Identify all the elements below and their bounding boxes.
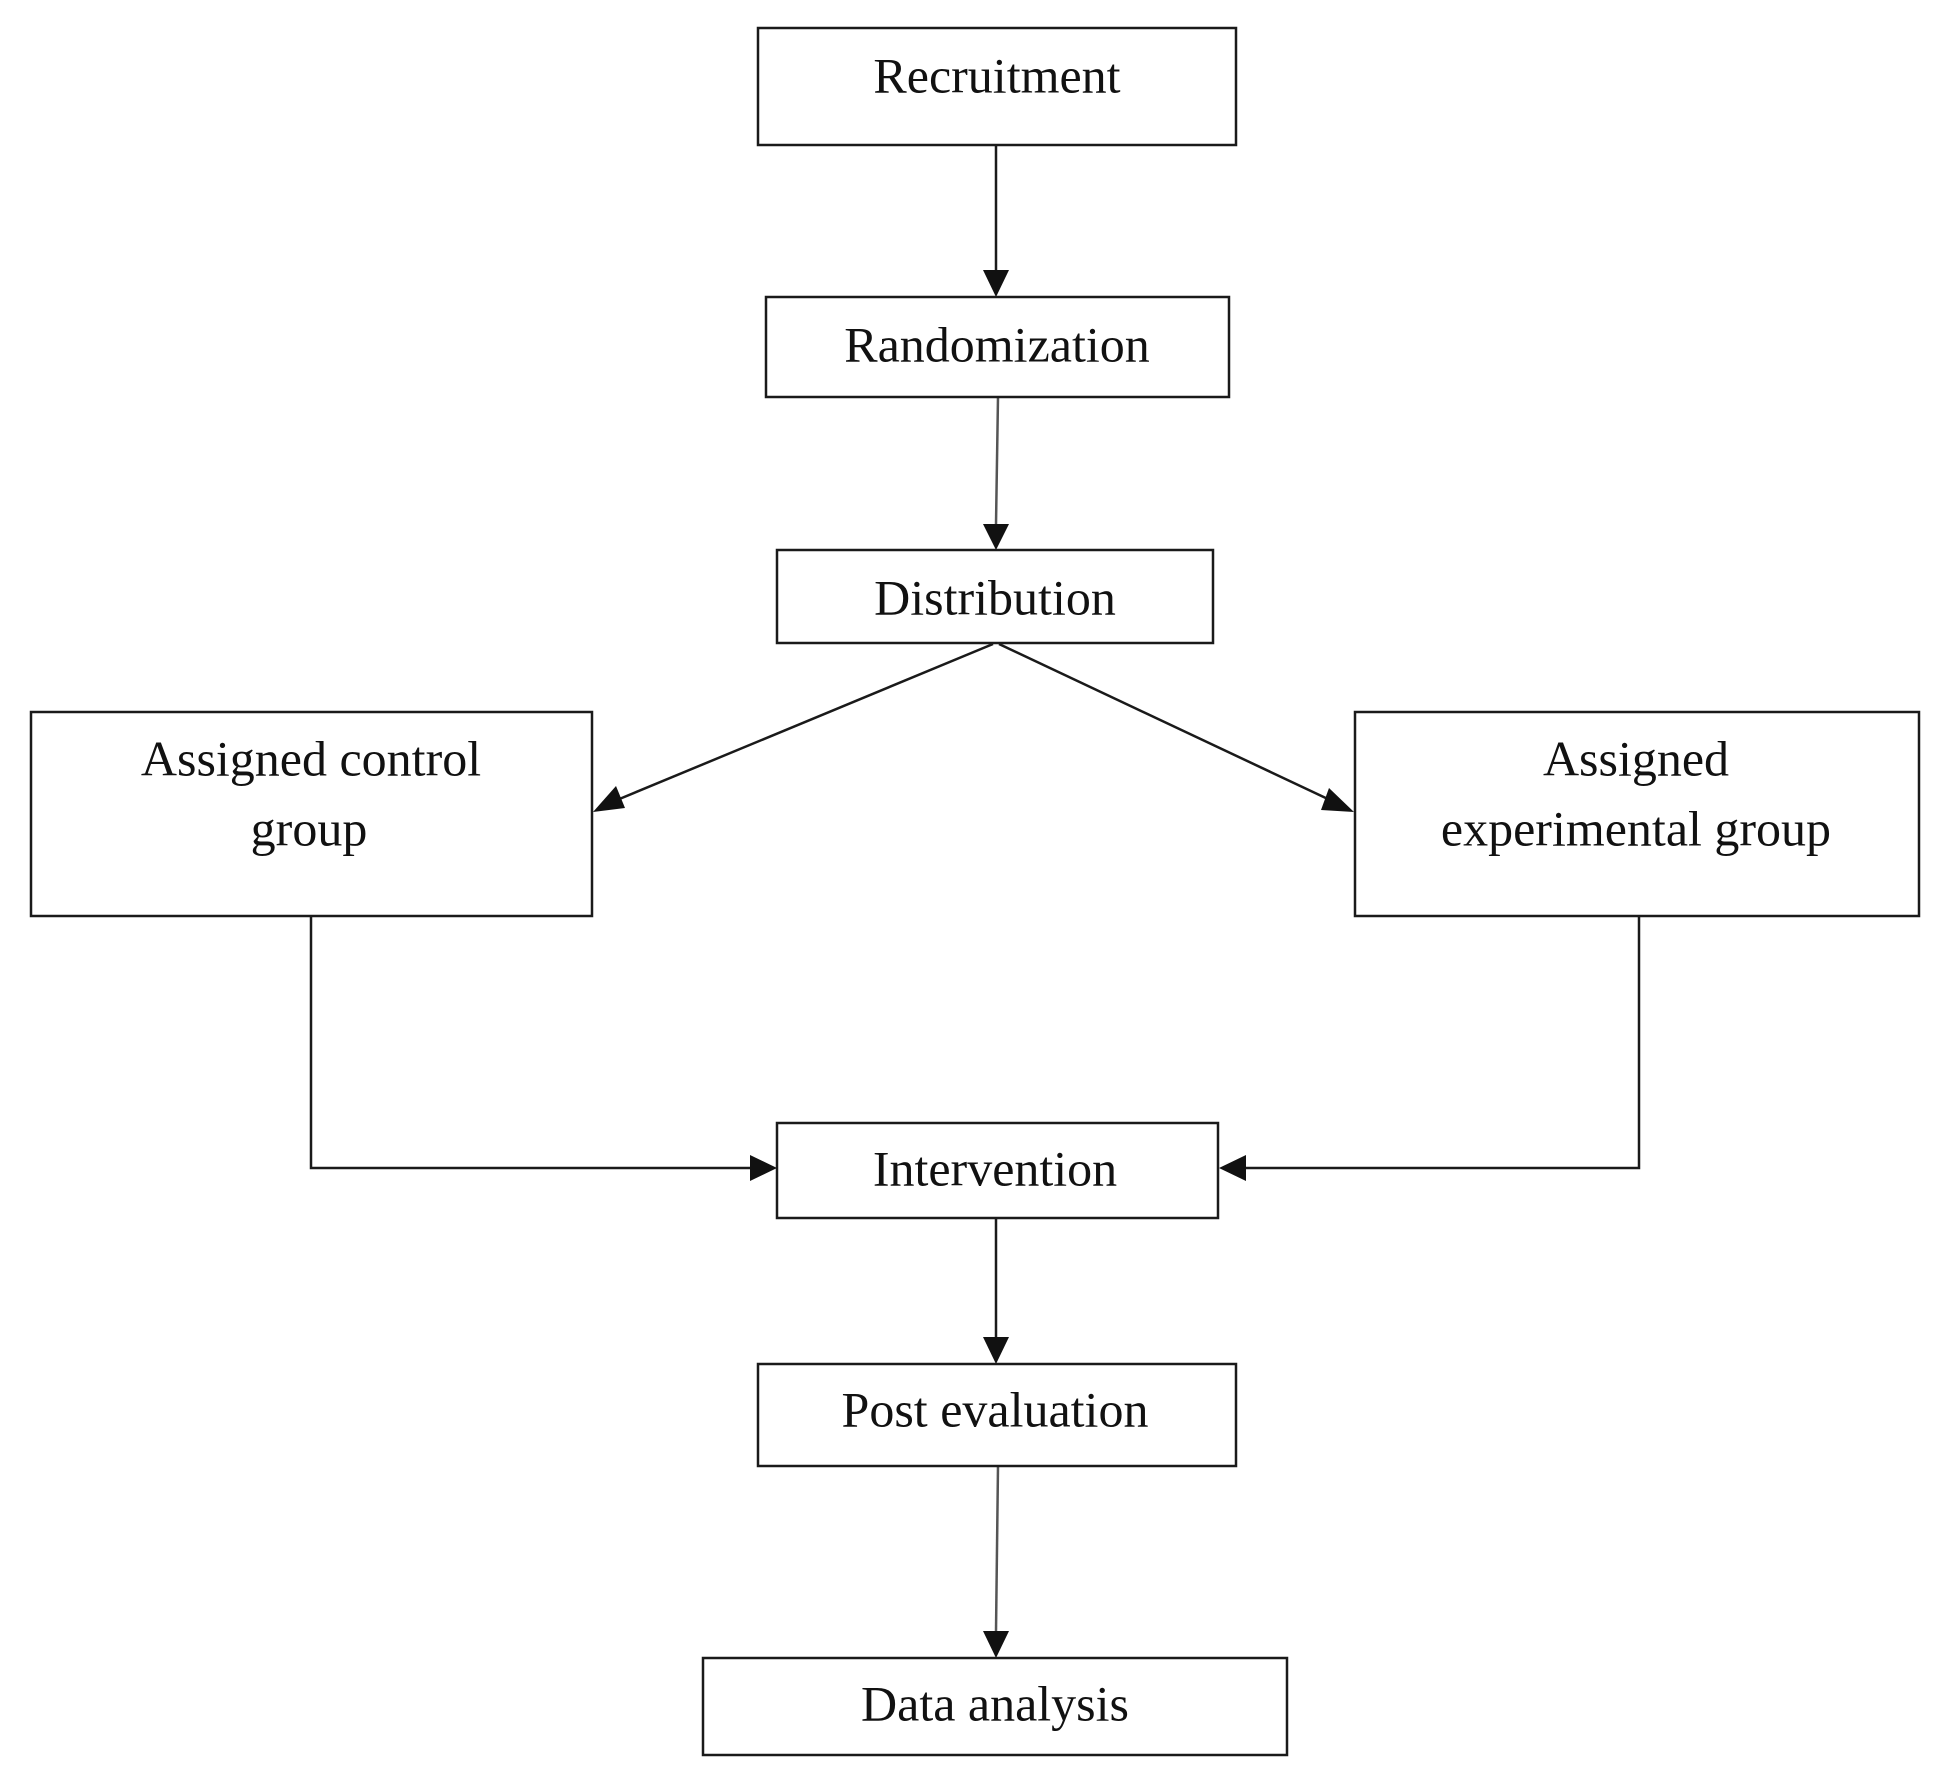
node-assigned-control-group: Assigned control group [29,710,594,918]
edge-control-intervention [309,917,750,1170]
node-label-experimental-line-2: experimental group [1441,800,1831,856]
node-label-data-analysis: Data analysis [861,1675,1129,1731]
edge-randomization-distribution [994,396,1000,525]
node-assigned-experimental-group: Assigned experimental group [1353,710,1921,918]
arrowhead-control [593,786,625,812]
node-randomization: Randomization [764,295,1231,399]
node-label-post-evaluation: Post evaluation [842,1381,1149,1437]
node-label-control-line-2: group [251,800,368,856]
edge-experimental-intervention [1246,917,1641,1170]
node-recruitment: Recruitment [756,26,1238,147]
arrowhead-post-evaluation [983,1337,1009,1364]
node-label-intervention: Intervention [873,1140,1117,1196]
node-data-analysis: Data analysis [701,1656,1289,1757]
arrowhead-experimental [1321,788,1354,812]
edge-post-evaluation-data-analysis [994,1465,1000,1632]
node-post-evaluation: Post evaluation [756,1362,1238,1468]
connectors [309,145,1641,1658]
node-label-recruitment: Recruitment [873,47,1120,103]
node-distribution: Distribution [775,548,1215,645]
node-label-experimental-line-1: Assigned [1543,730,1729,786]
arrowhead-intervention-right [1219,1155,1246,1181]
node-label-control-line-1: Assigned control [141,730,481,786]
node-label-randomization: Randomization [844,316,1150,372]
arrowhead-data-analysis [983,1631,1009,1658]
arrowhead-randomization [983,270,1009,297]
arrowhead-intervention-left [750,1155,777,1181]
edge-distribution-control [616,642,994,802]
node-label-distribution: Distribution [874,569,1116,625]
arrowhead-distribution [983,524,1009,550]
edge-distribution-experimental [998,642,1331,802]
node-intervention: Intervention [775,1121,1220,1220]
